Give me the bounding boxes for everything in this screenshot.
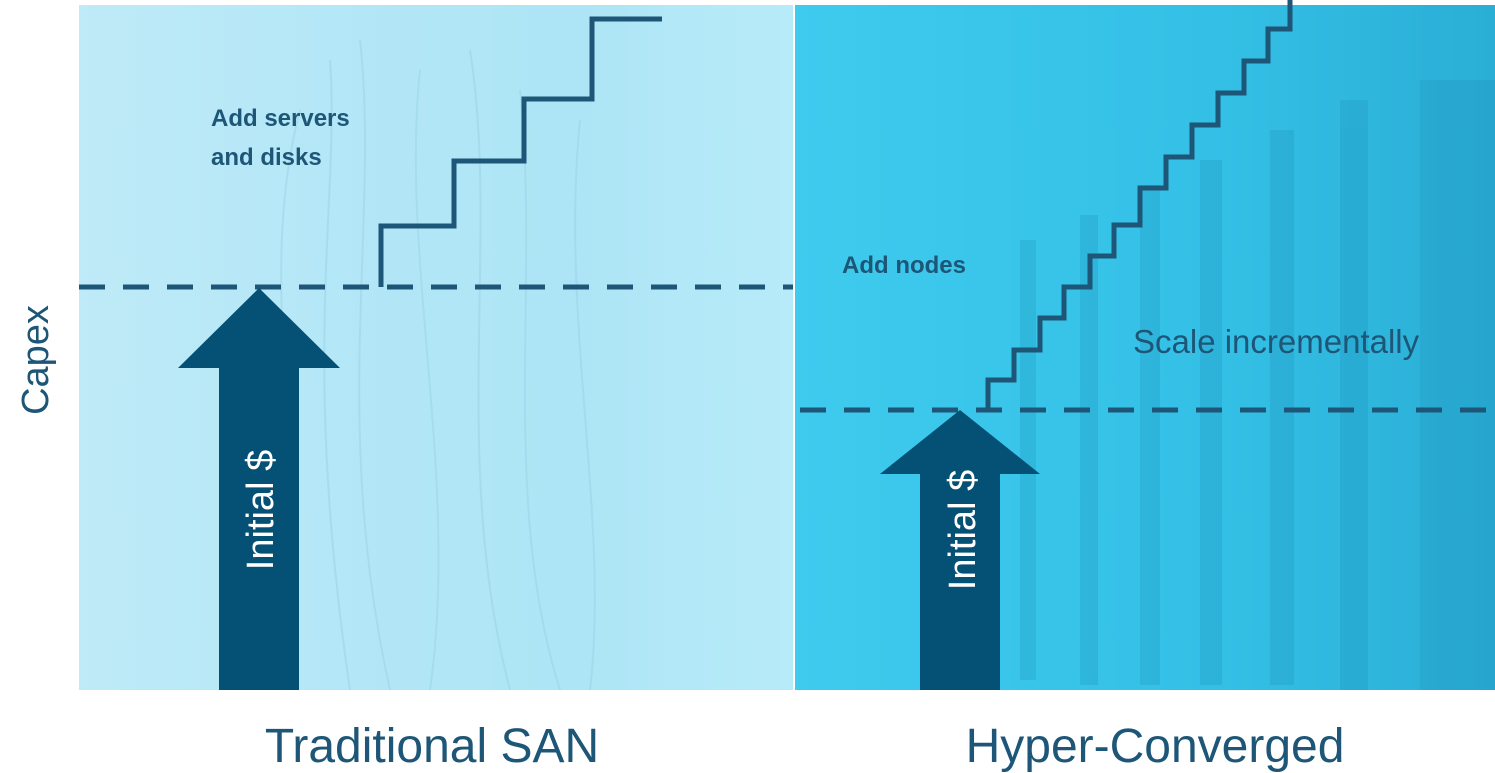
hyper-converged-caption: Hyper-Converged [966,720,1345,773]
traditional-step-line [378,16,662,287]
traditional-san-panel [79,5,793,690]
cable-texture [279,39,596,691]
traditional-arrow-label: Initial $ [240,450,282,570]
hyper-arrow-label: Initial $ [942,470,984,590]
traditional-san-caption: Traditional SAN [265,720,599,773]
hyper-converged-panel [795,5,1495,690]
hyper-step-line [985,0,1293,410]
hyper-initial-arrow [880,410,1040,690]
traditional-step-label: Add servers and disks [211,105,356,171]
traditional-initial-arrow [178,288,340,690]
server-rack-texture [1020,80,1495,690]
hyper-step-label: Add nodes [842,252,966,279]
y-axis-label: Capex [15,305,57,415]
hyper-scale-label: Scale incrementally [1133,323,1420,360]
